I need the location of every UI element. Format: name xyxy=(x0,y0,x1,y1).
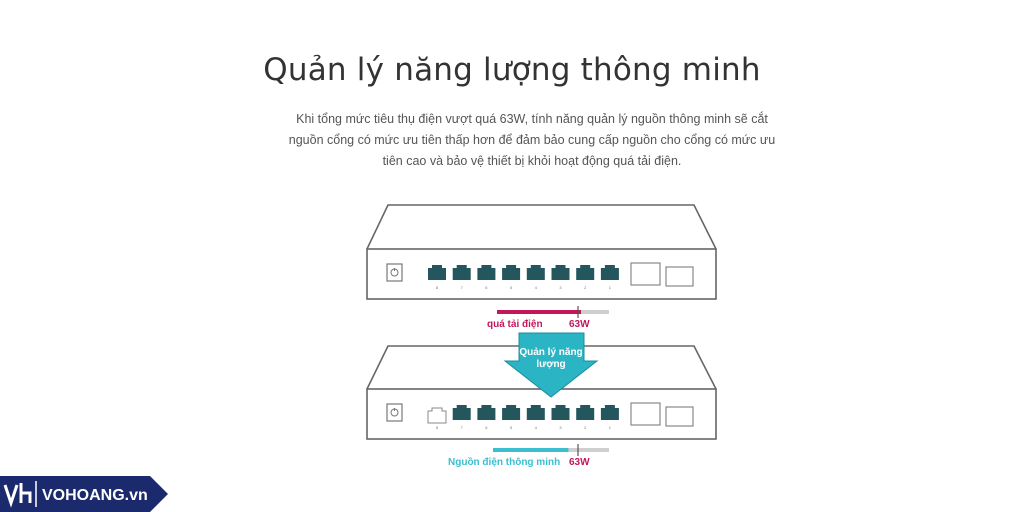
ethernet-port-icon xyxy=(551,405,570,420)
port-number: 7 xyxy=(461,425,464,430)
power-management-arrow: Quản lý năng lượng xyxy=(503,332,599,398)
ethernet-port-icon xyxy=(452,405,471,420)
ethernet-port-icon xyxy=(502,265,521,280)
port-number: 3 xyxy=(559,425,562,430)
bottom-port-numbers: 8 7 6 5 4 3 2 1 xyxy=(436,425,612,430)
top-sfp-slots xyxy=(630,262,694,287)
port-number: 5 xyxy=(510,425,513,430)
ethernet-port-icon xyxy=(600,265,619,280)
port-number: 3 xyxy=(559,285,562,290)
port-number: 6 xyxy=(485,425,488,430)
top-port-group xyxy=(428,265,619,280)
bottom-sfp-slots xyxy=(630,402,694,427)
page-title: Quản lý năng lượng thông minh xyxy=(263,52,761,88)
port-number: 2 xyxy=(584,285,587,290)
top-limit-label: 63W xyxy=(569,319,590,330)
port-number: 4 xyxy=(535,425,538,430)
top-port-numbers: 8 7 6 5 4 3 2 1 xyxy=(436,285,612,290)
top-power-button xyxy=(386,263,403,282)
logo-text: VOHOANG.vn xyxy=(42,487,148,504)
ethernet-port-icon xyxy=(600,405,619,420)
arrow-label-line2: lượng xyxy=(536,359,565,370)
ethernet-port-icon xyxy=(452,265,471,280)
ethernet-port-icon xyxy=(477,265,496,280)
description-text: Khi tổng mức tiêu thụ điện vượt quá 63W,… xyxy=(288,112,776,168)
ethernet-port-icon xyxy=(477,405,496,420)
ethernet-port-icon xyxy=(502,405,521,420)
port-number: 1 xyxy=(609,425,612,430)
arrow-label-line1: Quản lý năng xyxy=(519,347,582,358)
vohoang-logo: VOHOANG.vn xyxy=(0,476,168,512)
top-switch xyxy=(366,204,717,300)
port-number: 4 xyxy=(535,285,538,290)
port-number: 6 xyxy=(485,285,488,290)
smart-power-label: Nguồn điện thông minh xyxy=(448,456,560,468)
port-number: 8 xyxy=(436,285,439,290)
ethernet-port-icon xyxy=(576,265,595,280)
ethernet-port-icon xyxy=(526,405,545,420)
port-number: 1 xyxy=(609,285,612,290)
ethernet-port-icon xyxy=(551,265,570,280)
port-number: 7 xyxy=(461,285,464,290)
bottom-port-group xyxy=(452,405,619,420)
bottom-port-disabled xyxy=(427,407,447,424)
ethernet-port-icon xyxy=(428,265,446,280)
port-number: 8 xyxy=(436,425,439,430)
overload-label: quá tải điện xyxy=(487,319,543,330)
ethernet-port-icon xyxy=(526,265,545,280)
ethernet-port-icon xyxy=(576,405,595,420)
bottom-power-button xyxy=(386,403,403,422)
port-number: 2 xyxy=(584,425,587,430)
bottom-limit-label: 63W xyxy=(569,457,590,468)
port-number: 5 xyxy=(510,285,513,290)
